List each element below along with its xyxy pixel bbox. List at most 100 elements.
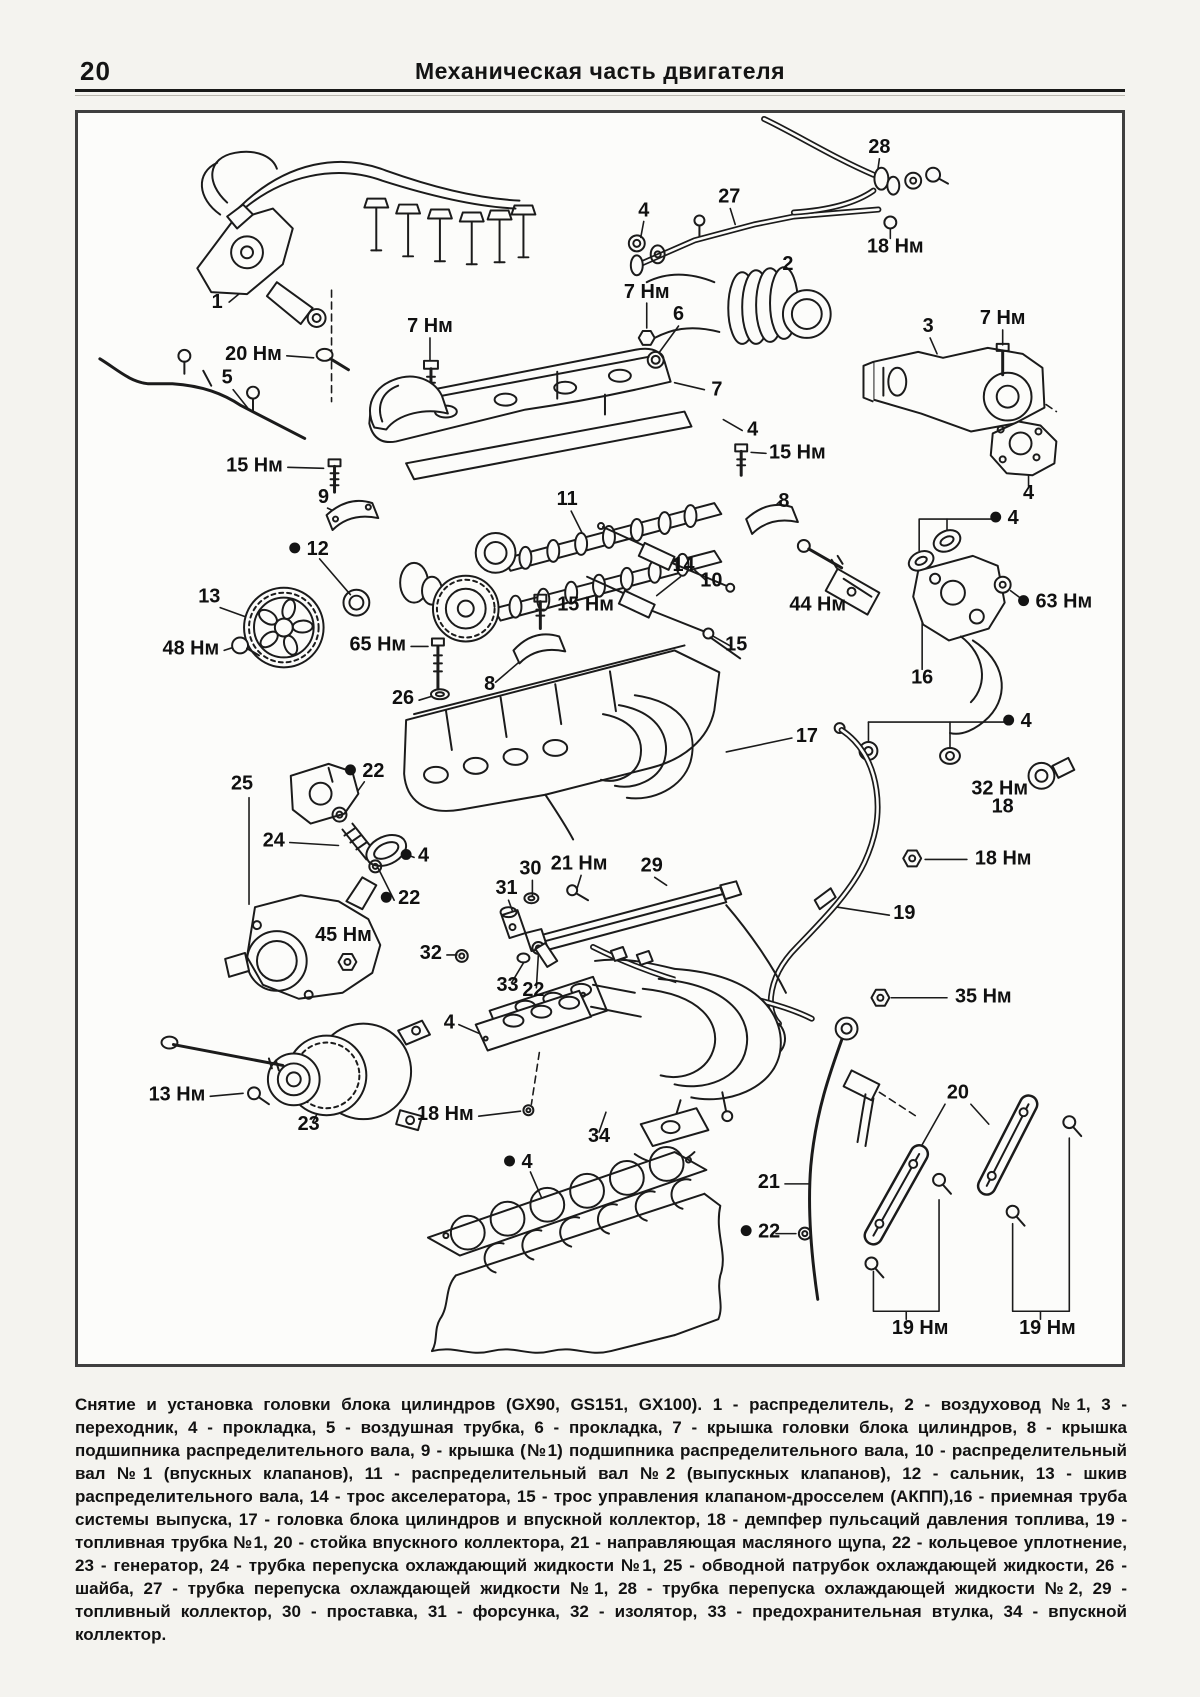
part-label: 18 Нм [867,235,924,257]
bullet-marker [400,848,412,860]
part-label: 32 [420,942,442,964]
part-label: 35 Нм [955,986,1012,1008]
part-label: 45 Нм [315,924,372,946]
part-label: 13 Нм [149,1083,206,1105]
air-duct-art [645,266,832,345]
bullet-marker [289,542,301,554]
part-label: 48 Нм [163,637,220,659]
part-label: 15 Нм [557,594,614,616]
part-label: 18 Нм [975,847,1032,869]
part-label: 12 [307,538,329,560]
part-label: 11 [557,488,578,510]
bearing-caps-art [325,458,799,701]
bullet-marker [504,1155,515,1167]
part-label: 19 Нм [1019,1317,1076,1339]
part-label: 7 [711,379,722,401]
bullet-marker [1018,595,1030,607]
part-label: 29 [641,854,663,876]
part-label: 4 [521,1151,532,1173]
part-label: 8 [778,490,789,512]
part-label: 22 [398,887,420,909]
part-label: 7 Нм [407,315,453,337]
part-label: 30 [519,857,541,879]
header-rule-shadow [75,95,1125,96]
part-label: 17 [796,725,818,747]
bullet-marker [344,764,356,776]
page-number: 20 [80,56,111,86]
part-label: 14 [672,554,694,576]
engine-block-art [430,1178,724,1354]
part-label: 21 [758,1171,780,1193]
page-title: Механическая часть двигателя [414,58,786,84]
bypass-pipe-art [224,762,408,1000]
part-label: 31 [495,877,517,899]
part-label: 24 [263,829,285,851]
part-label: 27 [718,186,740,208]
bullet-marker [740,1225,752,1237]
part-label: 4 [1023,482,1034,504]
part-label: 2 [782,253,793,275]
part-label: 6 [673,303,684,325]
valve-cover-art [368,214,749,481]
part-label: 33 [496,974,518,996]
bullet-marker [990,511,1002,523]
part-label: 1 [212,291,223,313]
part-label: 22 [522,979,544,1001]
part-label: 25 [231,773,253,795]
bullet-marker [380,891,392,903]
adapter-art [862,342,1058,477]
part-label: 13 [198,586,220,608]
part-label: 28 [868,136,890,158]
part-label: 5 [222,367,233,389]
part-label: 3 [923,315,934,337]
part-label: 19 Нм [892,1317,949,1339]
part-label: 19 [893,902,915,924]
part-label: 9 [318,486,329,508]
part-label: 65 Нм [349,633,406,655]
part-label: 21 Нм [551,852,608,874]
part-label: 20 Нм [225,343,282,365]
part-label: 26 [392,687,414,709]
camshafts-art [231,502,723,669]
cylinder-head-art [403,644,721,841]
part-label: 34 [588,1125,610,1147]
part-label: 18 [992,796,1014,818]
part-label: 15 [725,633,747,655]
part-label: 20 [947,1081,969,1103]
header-rule [75,89,1125,92]
fuel-damper-art [858,740,1076,1007]
part-label: 4 [418,844,429,866]
part-label: 7 Нм [980,307,1026,329]
part-label: 18 Нм [417,1103,474,1125]
coolant-tubes-art [627,115,949,277]
part-label: 32 Нм [971,778,1028,800]
part-label: 23 [298,1113,320,1135]
caption-text: Снятие и установка головки блока цилиндр… [75,1395,1127,1644]
part-label: 4 [444,1012,455,1034]
intake-manifold-art [474,942,782,1165]
part-label: 22 [758,1221,780,1243]
bullet-marker [1003,714,1015,726]
head-gasket-art [426,1146,708,1257]
part-label: 4 [1021,710,1032,732]
part-label: 4 [638,199,649,221]
part-label: 22 [362,760,384,782]
part-label: 4 [747,418,758,440]
part-label: 7 Нм [624,281,670,303]
part-label: 44 Нм [789,594,846,616]
part-label: 16 [911,666,933,688]
part-label: 4 [1008,507,1019,529]
part-label: 15 Нм [769,441,826,463]
distributor-art [196,150,537,372]
alternator-art [160,1019,431,1132]
part-label: 10 [700,570,722,592]
part-label: 15 Нм [226,454,283,476]
dipstick-art [797,1016,881,1301]
exhaust-assembly-art [796,529,1012,735]
part-label: 63 Нм [1035,591,1092,613]
manifold-stays-art [863,1094,1083,1279]
